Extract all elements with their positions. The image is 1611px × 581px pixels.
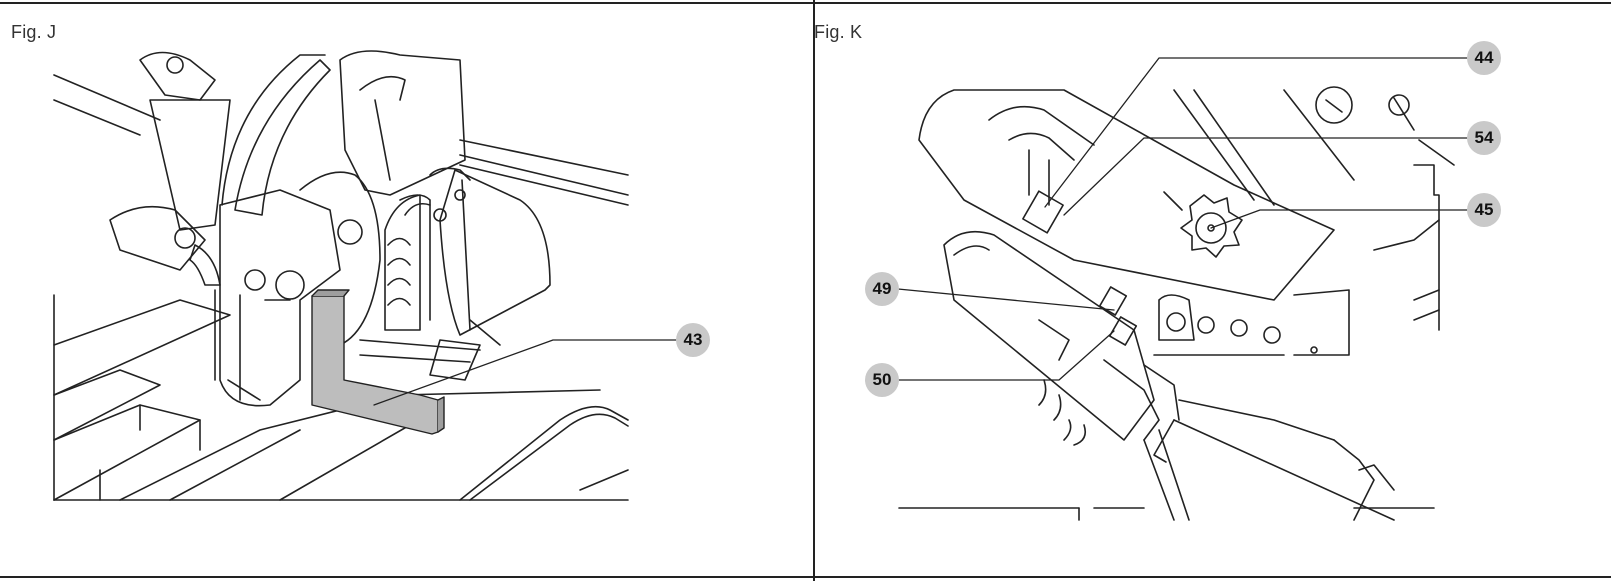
blade-guard — [219, 54, 341, 407]
figure-k-panel: Fig. K — [814, 0, 1611, 581]
right-frame — [1153, 164, 1440, 356]
star-knob — [1163, 191, 1243, 258]
leader-lines — [897, 57, 1468, 381]
panel-divider — [813, 0, 815, 581]
callout-45: 45 — [1467, 193, 1501, 227]
blade-disc — [299, 171, 431, 346]
callout-54: 54 — [1467, 121, 1501, 155]
leader-43 — [373, 339, 677, 406]
motor-housing — [918, 86, 1455, 301]
figure-k-drawing — [897, 57, 1468, 521]
upper-housing — [339, 50, 471, 222]
callout-43: 43 — [676, 323, 710, 357]
frame-top-border — [0, 2, 1611, 4]
figure-j-label: Fig. J — [11, 22, 57, 42]
rail-and-arm — [53, 51, 629, 286]
saw-table — [53, 294, 629, 501]
blade-body — [943, 190, 1180, 446]
callout-49: 49 — [865, 272, 899, 306]
riving-plate — [439, 169, 551, 346]
callout-44: 44 — [1467, 41, 1501, 75]
figure-j-drawing — [53, 50, 677, 501]
figure-j-panel: Fig. J — [11, 22, 710, 501]
callout-50: 50 — [865, 363, 899, 397]
set-square — [311, 289, 445, 435]
lower-bracket — [898, 399, 1435, 521]
frame-bottom-border — [0, 576, 1611, 578]
figure-k-label: Fig. K — [814, 22, 863, 42]
shaft-lower — [214, 289, 481, 401]
